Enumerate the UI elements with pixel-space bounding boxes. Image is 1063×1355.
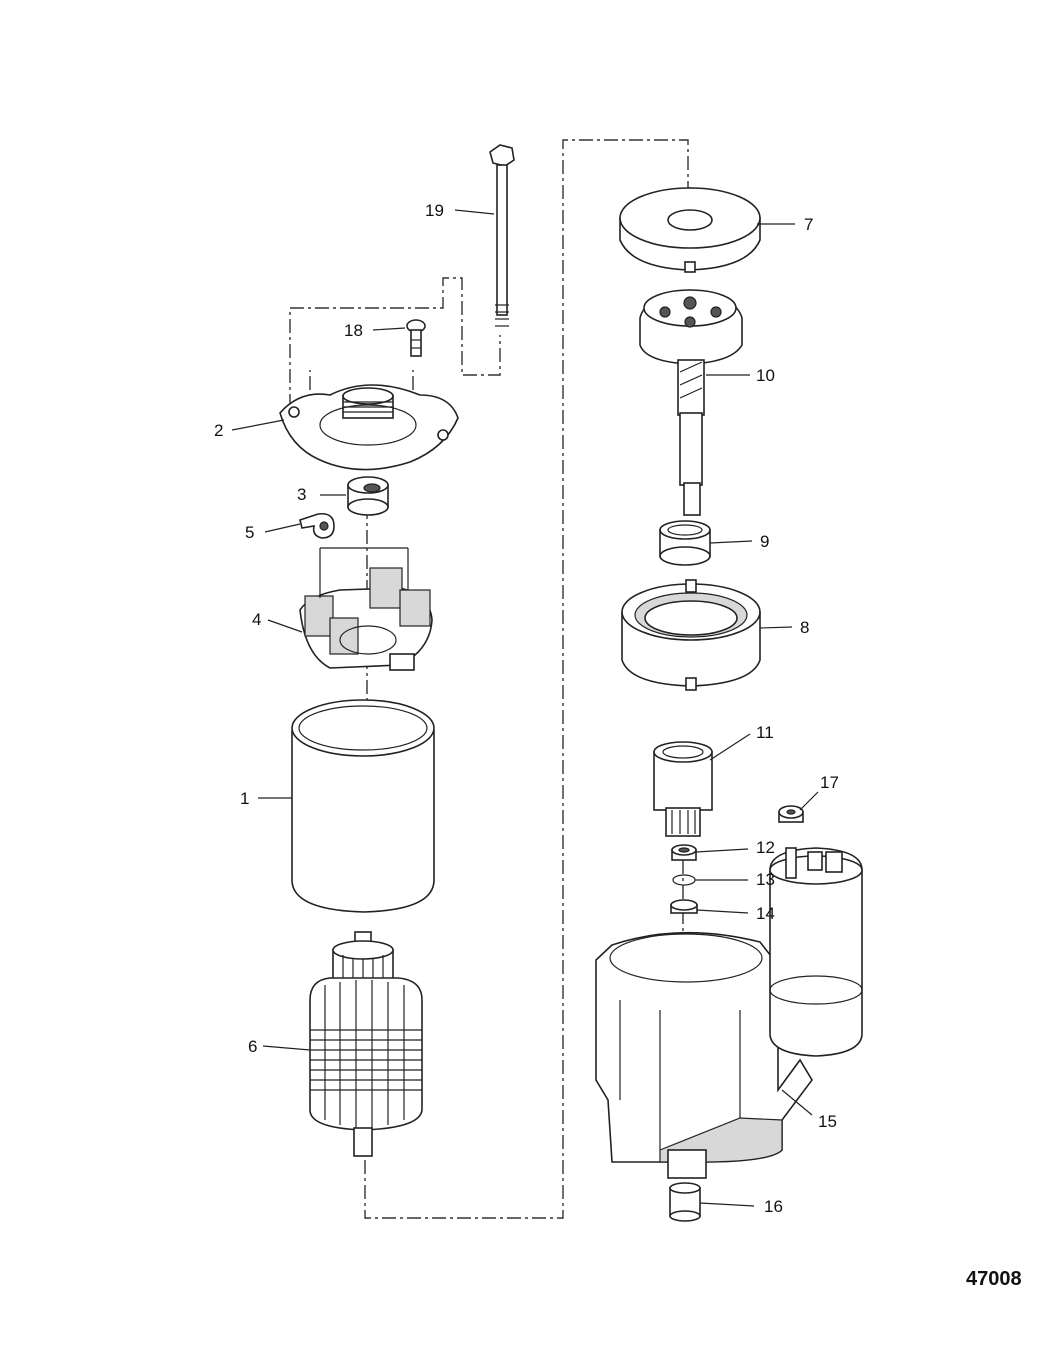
- part-1-field-frame: [291, 699, 435, 913]
- part-7-gear-housing-cover: [619, 187, 761, 273]
- callout-15: 15: [818, 1112, 837, 1131]
- part-9-bearing: [659, 520, 711, 566]
- callout-18: 18: [344, 321, 363, 340]
- callout-4: 4: [252, 610, 261, 629]
- callout-1: 1: [240, 789, 249, 808]
- callout-8: 8: [800, 618, 809, 637]
- part-12-collar: [671, 844, 697, 861]
- part-15-drive-housing: [595, 847, 863, 1179]
- callout-5: 5: [245, 523, 254, 542]
- callout-12: 12: [756, 838, 775, 857]
- callout-labels: 19 18 2 3 5 4 1 6 7 10 9 8 11 17 12 13 1…: [214, 201, 839, 1216]
- part-10-drive-shaft: [639, 289, 743, 516]
- callout-17: 17: [820, 773, 839, 792]
- callout-16: 16: [764, 1197, 783, 1216]
- part-5-brush-spring: [299, 512, 335, 539]
- callout-14: 14: [756, 904, 775, 923]
- part-3-bearing: [347, 476, 389, 516]
- part-4-brush-holder: [299, 547, 433, 671]
- callout-19: 19: [425, 201, 444, 220]
- callout-3: 3: [297, 485, 306, 504]
- part-11-drive-pinion: [653, 741, 713, 837]
- callout-6: 6: [248, 1037, 257, 1056]
- figure-number: 47008: [966, 1268, 1022, 1290]
- callout-13: 13: [756, 870, 775, 889]
- callout-7: 7: [804, 215, 813, 234]
- part-17-nut: [778, 805, 804, 823]
- callout-9: 9: [760, 532, 769, 551]
- callout-10: 10: [756, 366, 775, 385]
- part-8-ring-gear: [621, 579, 761, 691]
- leader-lines: [231, 209, 819, 1207]
- part-18-screw: [406, 319, 426, 357]
- callout-11: 11: [756, 723, 774, 742]
- part-16-bushing: [669, 1182, 701, 1222]
- callout-2: 2: [214, 421, 223, 440]
- part-6-armature: [309, 931, 423, 1157]
- part-14-thrust-collar: [670, 899, 698, 914]
- part-13-snap-ring: [672, 874, 696, 886]
- part-19-through-bolt: [489, 144, 515, 327]
- part-2-end-frame: [279, 384, 459, 471]
